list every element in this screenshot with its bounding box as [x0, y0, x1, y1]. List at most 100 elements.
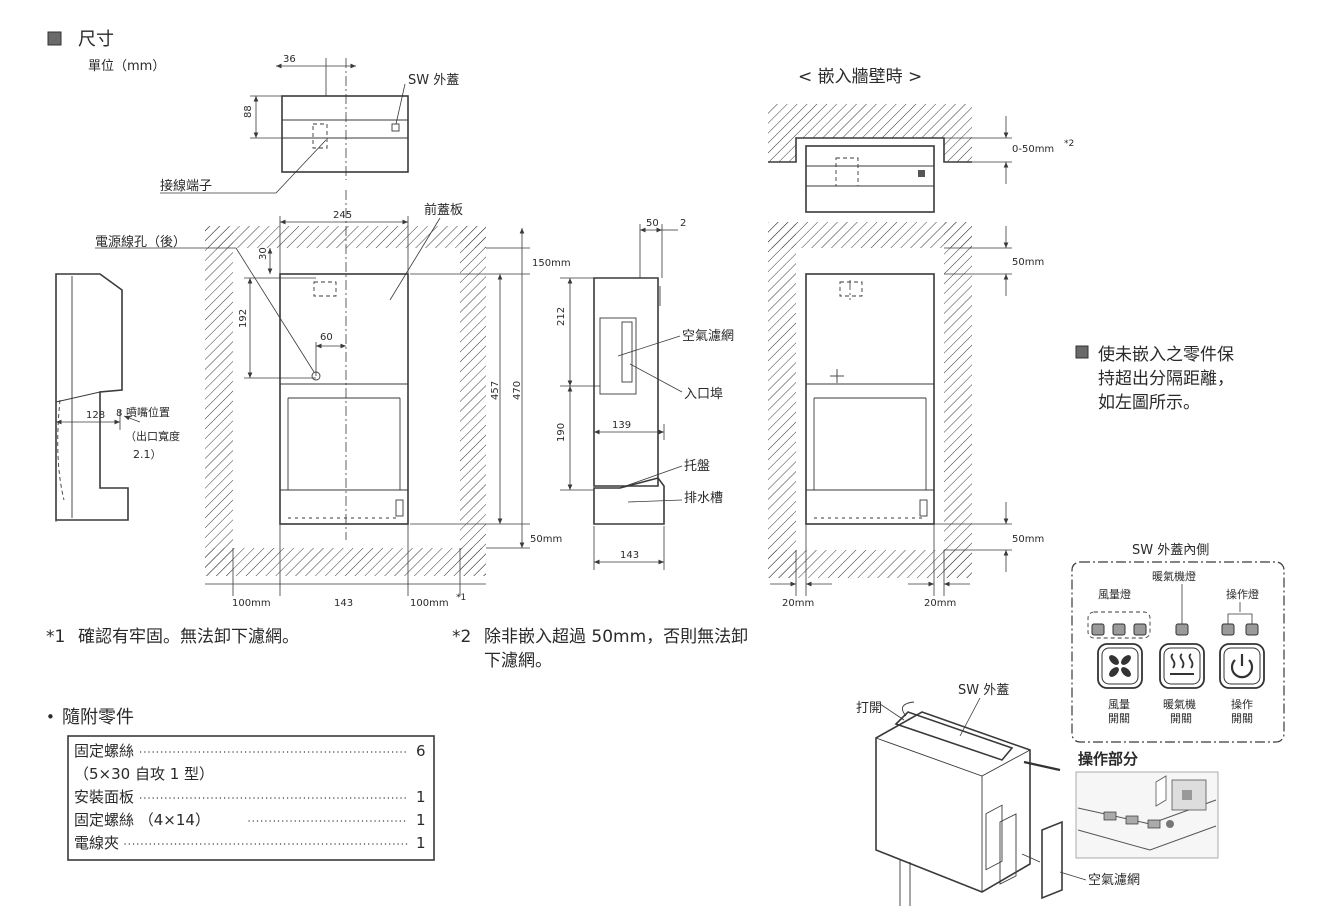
recessed-view: < 嵌入牆壁時 > 0-50mm *2	[768, 67, 1074, 609]
label-nozzle: 噴嘴位置	[126, 405, 170, 419]
accessories-title: 隨附零件	[62, 707, 134, 728]
accessory-row: 固定螺絲 （4×14） 1	[74, 811, 426, 829]
clear-right-100: 100mm	[410, 598, 449, 609]
dim-143: 143	[620, 550, 639, 561]
footnote-1-mark: *1	[46, 627, 65, 647]
wind-lamp-1	[1091, 623, 1105, 636]
recess-bottom-50: 50mm	[1012, 534, 1044, 545]
section-title: 尺寸	[78, 29, 114, 50]
clear-center-143: 143	[334, 598, 353, 609]
perspective-illustration: 打開 SW 外蓋 操作部分 空氣濾網	[856, 683, 1219, 906]
power-icon	[1230, 654, 1254, 679]
fan-icon	[1109, 655, 1131, 677]
label-power-hole: 電源線孔（後）	[95, 234, 186, 250]
label-outlet: （出口寬度	[125, 429, 180, 443]
dim-212: 212	[556, 307, 567, 326]
wind-switch-line2: 開關	[1108, 712, 1130, 725]
wind-lamp-2	[1112, 623, 1126, 636]
sw-panel-title: SW 外蓋內側	[1132, 543, 1209, 558]
dim-50: 50	[646, 218, 659, 229]
footnote-2-text-2: 下濾網。	[484, 651, 552, 671]
accessory-qty: 6	[416, 742, 426, 760]
label-terminal: 接線端子	[160, 178, 212, 194]
recess-right-20: 20mm	[924, 598, 956, 609]
dim-60: 60	[320, 332, 333, 343]
footnote-2-text-1: 除非嵌入超過 50mm，否則無法卸	[484, 627, 748, 647]
operation-switch-line2: 開關	[1231, 712, 1253, 725]
wind-switch-line1: 風量	[1108, 698, 1130, 711]
accessory-row: 電線夾 1	[74, 834, 426, 852]
recessed-title: < 嵌入牆壁時 >	[798, 67, 922, 87]
wind-lamp-3	[1133, 623, 1147, 636]
accessory-qty: 1	[416, 811, 426, 829]
clear-bottom-50: 50mm	[530, 534, 562, 545]
heater-switch-button[interactable]	[1159, 643, 1205, 689]
label-outlet-value: 2.1）	[133, 448, 162, 461]
dim-8: 8	[116, 408, 122, 419]
dim-36: 36	[283, 54, 296, 65]
dim-245: 245	[333, 210, 352, 221]
label-air-filter: 空氣濾網	[682, 329, 734, 344]
label-operation-part: 操作部分	[1078, 750, 1138, 768]
dim-457: 457	[490, 381, 501, 400]
label-front-panel: 前蓋板	[424, 202, 463, 218]
dim-192: 192	[238, 309, 249, 328]
recess-dim: 0-50mm	[1012, 144, 1054, 155]
label-inlet: 入口埠	[684, 387, 723, 402]
control-inset	[1075, 771, 1219, 859]
accessory-name: 電線夾	[74, 834, 119, 852]
dim-190: 190	[556, 423, 567, 442]
dim-128: 128	[86, 410, 105, 421]
dim-30: 30	[258, 247, 269, 260]
clear-right-note: *1	[456, 593, 466, 603]
recess-top-50: 50mm	[1012, 257, 1044, 268]
label-open: 打開	[856, 701, 882, 716]
left-side-view: 128 8 噴嘴位置 （出口寬度 2.1）	[55, 273, 180, 522]
accessories-bullet: •	[46, 708, 55, 726]
label-heater-lamp: 暖氣機燈	[1152, 569, 1196, 583]
note-square-icon	[1075, 345, 1089, 359]
recess-note: *2	[1064, 139, 1074, 149]
accessory-qty: 1	[416, 834, 426, 852]
label-op-lamp: 操作燈	[1226, 587, 1259, 601]
note-line-3: 如左圖所示。	[1098, 393, 1200, 413]
label-sw-cover-3d: SW 外蓋	[958, 683, 1009, 698]
label-air-filter-3d: 空氣濾網	[1088, 873, 1140, 888]
accessory-name: 固定螺絲 （4×14）	[74, 811, 210, 829]
recess-left-20: 20mm	[782, 598, 814, 609]
heater-switch-line1: 暖氣機	[1163, 697, 1196, 711]
operation-switch-button[interactable]	[1219, 643, 1265, 689]
heater-lamp	[1175, 623, 1189, 636]
heater-switch-line2: 開關	[1170, 712, 1192, 725]
clear-left-100: 100mm	[232, 598, 271, 609]
op-lamp-1	[1221, 623, 1235, 636]
heater-icon	[1170, 653, 1194, 675]
op-lamp-2	[1245, 623, 1259, 636]
accessory-name: 固定螺絲	[74, 742, 134, 760]
operation-switch-line1: 操作	[1231, 697, 1253, 711]
dim-88: 88	[243, 105, 254, 118]
front-top-unit: 36 88 SW 外蓋 接線端子	[160, 54, 459, 194]
sw-panel: SW 外蓋內側 暖氣機燈 風量燈 操作燈	[1071, 543, 1285, 743]
footnote-1-text: 確認有牢固。無法卸下濾網。	[78, 627, 299, 647]
note-line-1: 使未嵌入之零件保	[1098, 344, 1234, 365]
note-line-2: 持超出分隔距離，	[1098, 369, 1234, 389]
label-sw-cover: SW 外蓋	[408, 73, 459, 88]
side-note: 使未嵌入之零件保 持超出分隔距離， 如左圖所示。	[1075, 344, 1234, 413]
footnote-2-mark: *2	[452, 627, 471, 647]
dim-139: 139	[612, 420, 631, 431]
section-square-icon	[47, 31, 62, 46]
dim-470: 470	[512, 381, 523, 400]
unit-label: 單位（mm）	[88, 59, 165, 74]
label-wind-lamp: 風量燈	[1098, 587, 1131, 601]
accessory-qty: 1	[416, 788, 426, 806]
label-tray: 托盤	[684, 459, 710, 474]
accessory-row: （5×30 自攻 1 型）	[74, 765, 214, 783]
wind-switch-button[interactable]	[1097, 643, 1143, 689]
clear-top-150: 150mm	[532, 258, 571, 269]
front-main-view: 245 30 192 60 457 470 150mm 50mm 100mm 1…	[95, 190, 571, 609]
label-drain: 排水槽	[684, 491, 723, 506]
